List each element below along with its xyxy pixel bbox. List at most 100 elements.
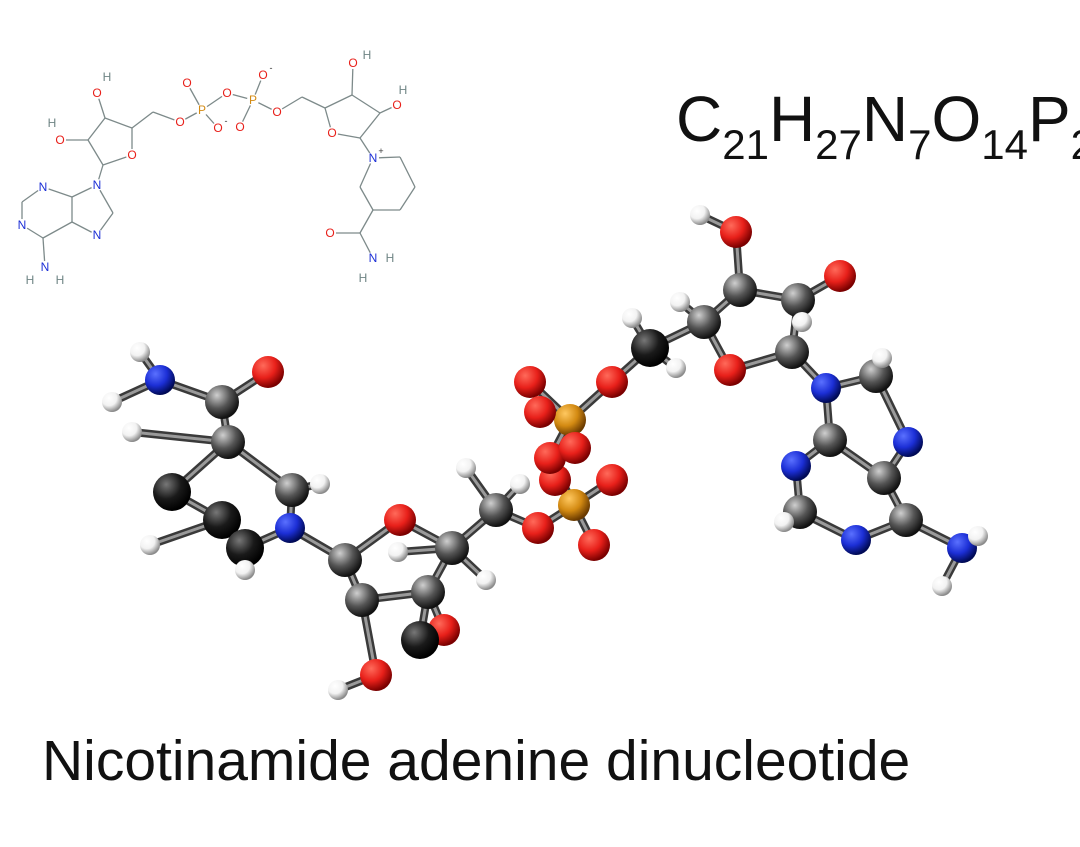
atom-label: P [198,103,206,117]
bond-line [324,94,353,109]
nitrogen-atom [811,373,841,403]
hydrogen-atom [932,576,952,596]
hydrogen-atom [310,474,330,494]
oxygen-atom [384,504,416,536]
bond-line [351,94,381,114]
nitrogen-atom [145,365,175,395]
bond-line [359,112,381,139]
carbon-atom [775,335,809,369]
oxygen-atom [578,529,610,561]
hydrogen-atom [140,535,160,555]
hydrogen-atom [622,308,642,328]
formula-element: P [1027,83,1071,155]
oxygen-atom [514,366,546,398]
formula-count: 27 [815,121,862,168]
oxygen-atom [524,396,556,428]
molecular-formula: C21H27N7O14P2 [676,82,1080,169]
atom-label: H [363,48,372,62]
atom-label: N [41,260,50,274]
hydrogen-atom [670,292,690,312]
carbon-atom [889,503,923,537]
atom-label: O [327,126,336,140]
oxygen-atom [252,356,284,388]
carbon-atom [328,543,362,577]
nitrogen-atom [781,451,811,481]
nitrogen-atom [275,513,305,543]
oxygen-atom [360,659,392,691]
formula-element: C [676,83,723,155]
bond-line [42,221,73,239]
carbon-atom [687,305,721,339]
bond-line [399,156,416,188]
atom-label: H [386,251,395,265]
bond-line [301,96,326,109]
hydrogen-atom [235,560,255,580]
molecule-name-title: Nicotinamide adenine dinucleotide [42,729,911,793]
carbon-atom [211,425,245,459]
hydrogen-atom [456,458,476,478]
atom-label: H [48,116,57,130]
atom-label: N [93,228,102,242]
hydrogen-atom [968,526,988,546]
oxygen-atom [824,260,856,292]
atom-label: N [18,218,27,232]
oxygen-atom [534,442,566,474]
hydrogen-atom [328,680,348,700]
bond-line [104,117,133,129]
formula-count: 7 [908,121,932,168]
formula-count: 2 [1071,121,1080,168]
bond-line [87,139,104,166]
carbon-atom [275,473,309,507]
nitrogen-atom [841,525,871,555]
bond-line [359,209,374,234]
atom-label: P [249,93,257,107]
carbon-atom [401,621,439,659]
carbon-atom [205,385,239,419]
oxygen-atom [559,432,591,464]
oxygen-atom [596,366,628,398]
atom-label: H [399,83,408,97]
bond-line [399,186,416,211]
hydrogen-atom [510,474,530,494]
atom-label: O [325,226,334,240]
carbon-atom [345,583,379,617]
oxygen-atom [720,216,752,248]
bond-line [87,117,106,141]
atom-label: O [182,76,191,90]
formula-count: 14 [981,121,1028,168]
atom-label: O [258,68,267,82]
carbon-atom [631,329,669,367]
charge-label: + [378,146,383,156]
atom-label: H [26,273,35,287]
atom-label: O [348,56,357,70]
atom-label: O [392,98,401,112]
charge-label: - [270,63,273,73]
atom-label: N [93,178,102,192]
hydrogen-atom [476,570,496,590]
phosphorus-atom [558,489,590,521]
formula-count: 21 [722,121,769,168]
atom-label: H [56,273,65,287]
hydrogen-atom [102,392,122,412]
hydrogen-atom [130,342,150,362]
hydrogen-atom [872,348,892,368]
atom-label: O [213,121,222,135]
bond-line [359,186,374,211]
hydrogen-atom [388,542,408,562]
atom-label: O [55,133,64,147]
atom-label: O [175,115,184,129]
atom-label: O [222,86,231,100]
carbon-atom [813,423,847,457]
atom-label: O [272,105,281,119]
atom-label: O [92,86,101,100]
carbon-atom [226,529,264,567]
hydrogen-atom [666,358,686,378]
hydrogen-atom [122,422,142,442]
carbon-atom [867,461,901,495]
carbon-atom [153,473,191,511]
carbon-atom [479,493,513,527]
atom-label: N [369,151,378,165]
atom-label: H [103,70,112,84]
atom-label: N [39,180,48,194]
